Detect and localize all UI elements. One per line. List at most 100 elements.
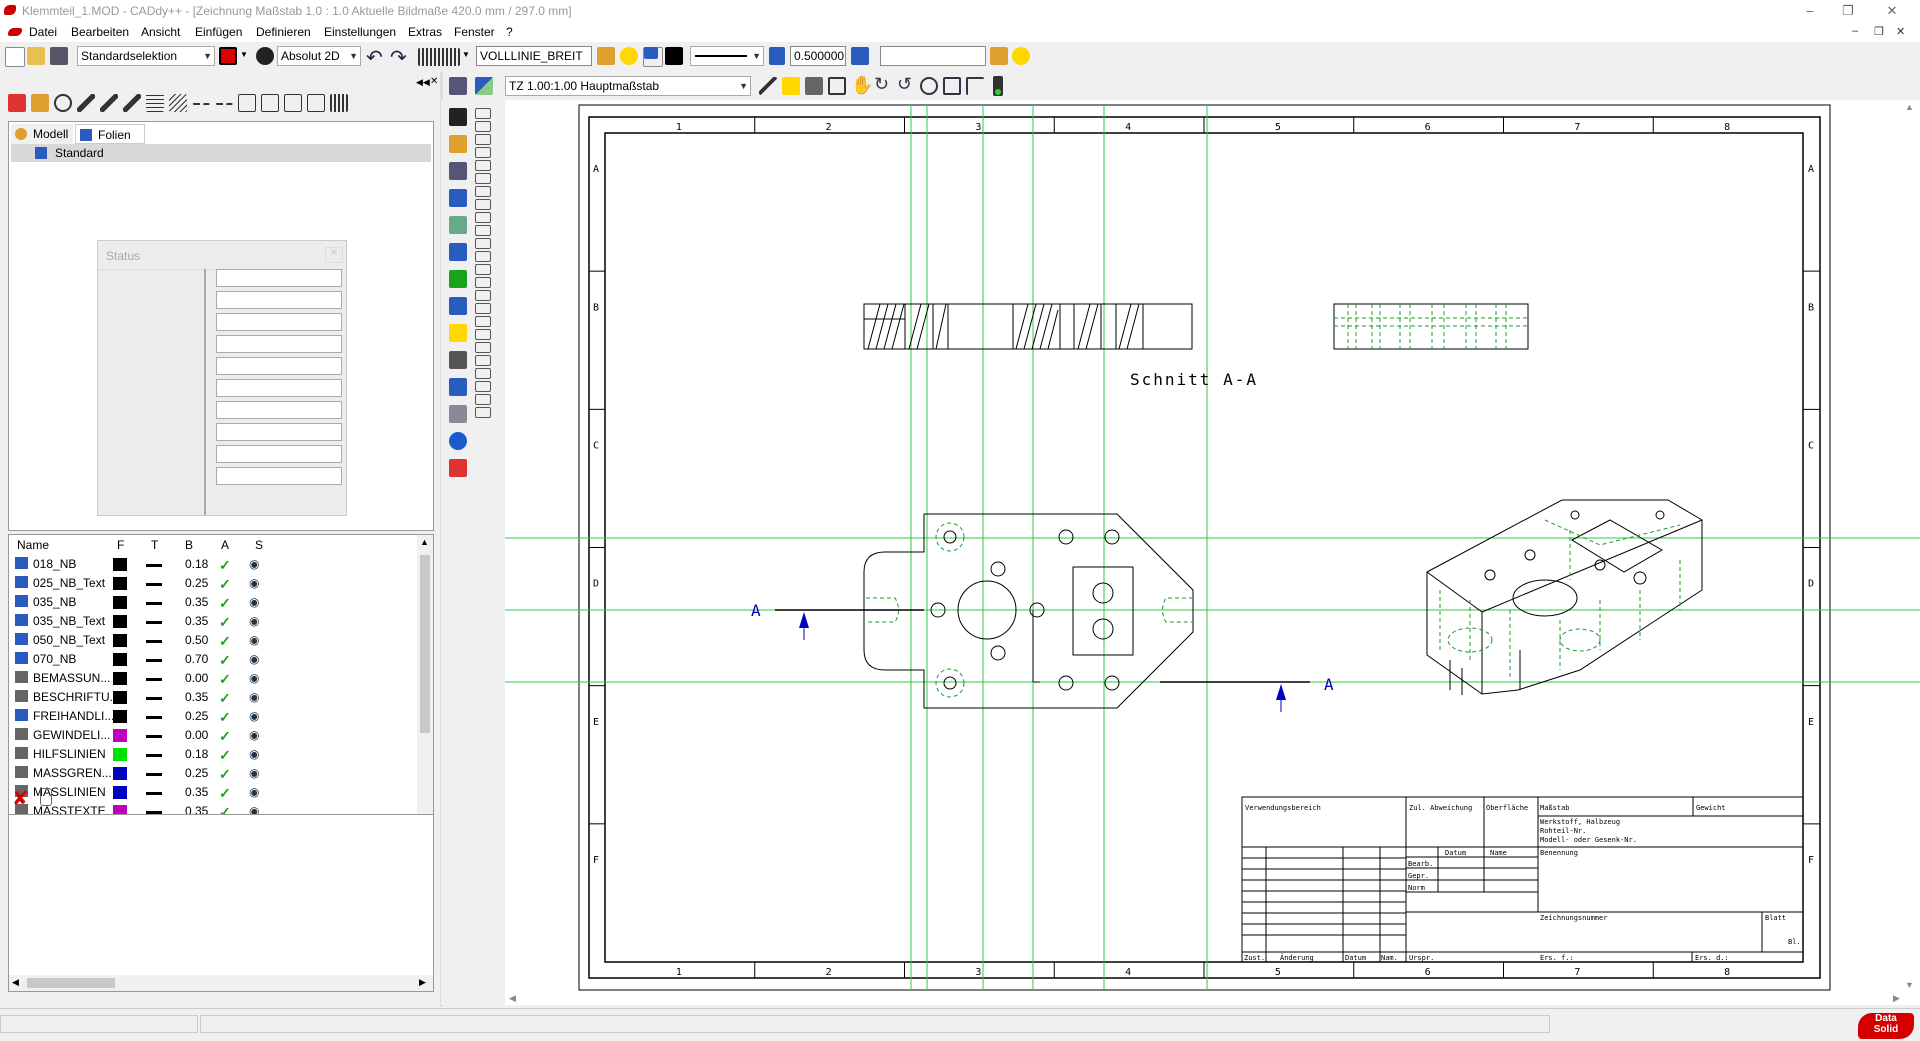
box-icon[interactable] bbox=[284, 94, 302, 112]
delete-icon[interactable]: ✘ bbox=[12, 788, 29, 810]
eraser-icon[interactable] bbox=[449, 459, 467, 477]
redo-icon[interactable]: ↷ bbox=[390, 47, 407, 69]
linetype-solid-icon[interactable] bbox=[146, 716, 162, 719]
save-icon[interactable] bbox=[50, 47, 68, 65]
line-width-field[interactable]: 0.500000 bbox=[790, 46, 846, 66]
linetype-solid-icon[interactable] bbox=[146, 678, 162, 681]
header-b[interactable]: B bbox=[185, 538, 194, 552]
layer-color-swatch[interactable] bbox=[113, 596, 127, 609]
linestyle-select[interactable]: ▼ bbox=[690, 46, 764, 66]
line-icon[interactable] bbox=[215, 103, 233, 107]
layer-icon[interactable] bbox=[597, 47, 615, 65]
pick-color-icon[interactable] bbox=[219, 47, 237, 65]
scroll-left-icon[interactable]: ◀ bbox=[12, 977, 19, 987]
traffic-light-icon[interactable] bbox=[993, 76, 1003, 96]
hatch-icon[interactable] bbox=[449, 405, 467, 423]
folder-icon[interactable] bbox=[31, 94, 49, 112]
circle-icon[interactable] bbox=[54, 94, 72, 112]
copy-icon[interactable] bbox=[40, 788, 52, 806]
menu-einstellungen[interactable]: Einstellungen bbox=[324, 25, 397, 39]
visibility-eye-icon[interactable]: ◉ bbox=[249, 652, 260, 666]
tool-icon[interactable] bbox=[475, 225, 491, 236]
snap-point-icon[interactable] bbox=[449, 297, 467, 315]
layer-row[interactable]: GEWINDELI...0.00✓◉ bbox=[9, 726, 409, 745]
visibility-eye-icon[interactable]: ◉ bbox=[249, 633, 260, 647]
layer-color-swatch[interactable] bbox=[113, 615, 127, 628]
package-icon[interactable] bbox=[307, 94, 325, 112]
layer-color-swatch[interactable] bbox=[113, 672, 127, 685]
restore-button[interactable]: ❐ bbox=[1842, 3, 1854, 18]
tool-icon[interactable] bbox=[475, 108, 491, 119]
tool-icon[interactable] bbox=[475, 186, 491, 197]
menu-definieren[interactable]: Definieren bbox=[256, 25, 311, 39]
rotate-icon[interactable] bbox=[449, 243, 467, 261]
mdi-restore-icon[interactable]: ❐ bbox=[1874, 26, 1884, 38]
tool-icon[interactable] bbox=[475, 277, 491, 288]
select-arrow-icon[interactable] bbox=[449, 108, 467, 126]
pencil-icon[interactable] bbox=[77, 94, 95, 112]
pencil-icon[interactable] bbox=[449, 135, 467, 153]
vertical-scrollbar[interactable]: ▲ ▼ bbox=[417, 535, 433, 851]
tool-icon[interactable] bbox=[475, 134, 491, 145]
scrollbar-thumb[interactable] bbox=[420, 555, 430, 733]
mdi-minimize-icon[interactable]: – bbox=[1852, 25, 1859, 37]
linetype-solid-icon[interactable] bbox=[146, 792, 162, 795]
layer-width[interactable]: 0.35 bbox=[185, 595, 209, 609]
redraw-icon[interactable] bbox=[966, 77, 984, 95]
header-f[interactable]: F bbox=[117, 538, 125, 552]
layer-color-swatch[interactable] bbox=[113, 577, 127, 590]
menu-datei[interactable]: Datei bbox=[29, 25, 58, 39]
linetype-solid-icon[interactable] bbox=[146, 773, 162, 776]
centerline-icon[interactable] bbox=[192, 103, 210, 107]
visibility-eye-icon[interactable]: ◉ bbox=[249, 804, 260, 818]
tool-icon[interactable] bbox=[475, 368, 491, 379]
layer-width[interactable]: 0.35 bbox=[185, 690, 209, 704]
scroll-right-icon[interactable]: ▶ bbox=[1893, 993, 1900, 1003]
layer-color-swatch[interactable] bbox=[113, 748, 127, 761]
lightning-icon[interactable] bbox=[449, 324, 467, 342]
active-check-icon[interactable]: ✓ bbox=[219, 633, 231, 649]
print-icon[interactable] bbox=[449, 77, 467, 95]
zoom-all-icon[interactable] bbox=[920, 77, 938, 95]
layer-color-swatch[interactable] bbox=[113, 710, 127, 723]
layer-row[interactable]: MASSGREN...0.25✓◉ bbox=[9, 764, 409, 783]
linetype-solid-icon[interactable] bbox=[146, 564, 162, 567]
undo-icon[interactable]: ↶ bbox=[366, 47, 383, 69]
tool-icon[interactable] bbox=[475, 355, 491, 366]
draw-icon[interactable] bbox=[123, 94, 141, 112]
zoom-previous-icon[interactable] bbox=[943, 77, 961, 95]
grid-icon[interactable] bbox=[330, 94, 348, 112]
view-scale-select[interactable]: TZ 1.00:1.00 Hauptmaßstab ▼ bbox=[505, 76, 751, 96]
scroll-up-icon[interactable]: ▲ bbox=[1905, 102, 1914, 112]
linetype-solid-icon[interactable] bbox=[146, 583, 162, 586]
layer-folder-icon[interactable] bbox=[990, 47, 1008, 65]
tool-icon[interactable] bbox=[475, 264, 491, 275]
tool-icon[interactable] bbox=[475, 303, 491, 314]
visibility-eye-icon[interactable]: ◉ bbox=[249, 671, 260, 685]
visibility-eye-icon[interactable]: ◉ bbox=[249, 747, 260, 761]
visibility-eye-icon[interactable]: ◉ bbox=[249, 690, 260, 704]
text-style-icon[interactable] bbox=[449, 378, 467, 396]
active-check-icon[interactable]: ✓ bbox=[219, 671, 231, 687]
pen-icon[interactable] bbox=[449, 270, 467, 288]
tool-icon[interactable] bbox=[475, 199, 491, 210]
refresh-icon[interactable] bbox=[449, 216, 467, 234]
tool-icon[interactable] bbox=[475, 342, 491, 353]
app-menu-icon[interactable] bbox=[8, 28, 22, 36]
no-entry-icon[interactable] bbox=[449, 189, 467, 207]
active-check-icon[interactable]: ✓ bbox=[219, 709, 231, 725]
tree-item-standard[interactable]: Standard bbox=[11, 144, 431, 162]
layer-width[interactable]: 0.18 bbox=[185, 557, 209, 571]
menu-help[interactable]: ? bbox=[506, 25, 513, 39]
pan-hand-icon[interactable]: ✋ bbox=[851, 75, 874, 95]
visibility-eye-icon[interactable]: ◉ bbox=[249, 766, 260, 780]
solid-icon[interactable] bbox=[261, 94, 279, 112]
tool-icon[interactable] bbox=[475, 381, 491, 392]
measure-icon[interactable] bbox=[759, 77, 777, 95]
tool-icon[interactable] bbox=[475, 147, 491, 158]
layer-width-icon[interactable] bbox=[769, 47, 785, 65]
menu-fenster[interactable]: Fenster bbox=[454, 25, 495, 39]
menu-extras[interactable]: Extras bbox=[408, 25, 443, 39]
